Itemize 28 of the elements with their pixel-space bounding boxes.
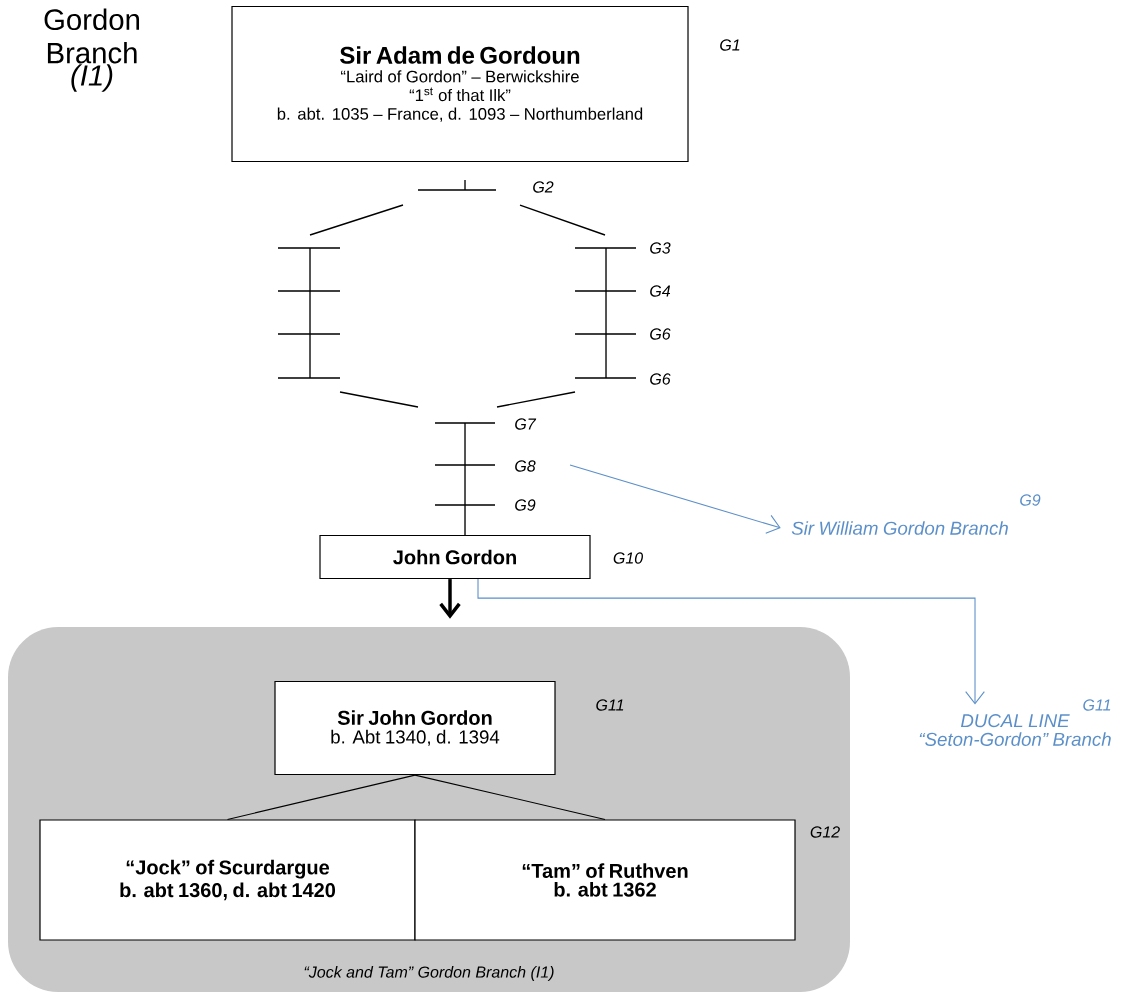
person-box: John Gordon bbox=[319, 534, 591, 580]
generation-label: G6 bbox=[650, 328, 671, 340]
arrow bbox=[439, 579, 461, 619]
person-box: Sir John Gordon b. Abt 1340, d. 1394 bbox=[274, 680, 556, 776]
title-text: (I1) bbox=[71, 64, 113, 92]
title-text: Gordon Branch bbox=[44, 8, 139, 64]
generation-label: G1 bbox=[720, 39, 740, 51]
arrow bbox=[477, 578, 985, 705]
generation-label: G12 bbox=[810, 826, 840, 838]
generation-label: G9 bbox=[1020, 494, 1041, 506]
generation-label: G4 bbox=[650, 285, 671, 297]
generation-label: G11 bbox=[1083, 699, 1111, 711]
generation-label: G3 bbox=[650, 242, 671, 254]
branch-text: DUCAL LINE “Seton-Gordon” Branch bbox=[919, 714, 1111, 746]
connector-line bbox=[226, 774, 416, 820]
person-box: “Jock” of Scurdargue b. abt 1360, d. abt 1420 bbox=[39, 819, 416, 941]
generation-label: G10 bbox=[613, 552, 643, 564]
generation-label: G11 bbox=[596, 699, 624, 711]
generation-label: G6 bbox=[650, 373, 671, 385]
generation-label: G7 bbox=[515, 418, 537, 430]
generation-label: G8 bbox=[515, 460, 536, 472]
person-box: Sir Adam de Gordoun “Laird of Gordon” – Berwickshire “1$^{st}$ of that Ilk” b. abt. 1035 – France, d. 1093 – Northumberland bbox=[231, 5, 689, 163]
person-box: “Tam” of Ruthven b. abt 1362 bbox=[414, 819, 796, 941]
branch-text: Sir William Gordon Branch bbox=[791, 521, 1008, 535]
generation-label: G9 bbox=[515, 499, 536, 511]
arrow bbox=[569, 464, 781, 534]
generation-label: G2 bbox=[533, 181, 554, 193]
connector-line bbox=[414, 774, 606, 820]
